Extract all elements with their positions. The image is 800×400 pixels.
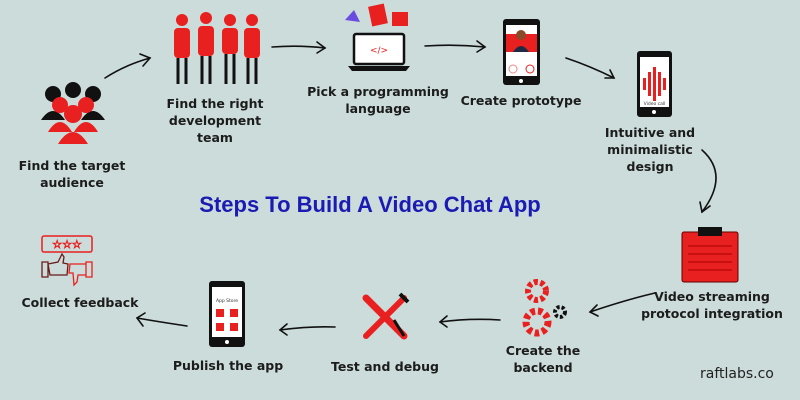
gears-icon — [522, 279, 567, 337]
svg-text:☆☆☆: ☆☆☆ — [52, 238, 82, 251]
team-icon — [174, 12, 260, 84]
design-phone-icon: Video call — [637, 51, 672, 117]
brand-watermark: raftlabs.co — [700, 366, 774, 382]
app-store-phone-icon: App Store — [209, 281, 245, 347]
arrow-4 — [565, 57, 616, 79]
audience-icon — [41, 82, 105, 144]
svg-text:App Store: App Store — [216, 298, 238, 304]
svg-text:</>: </> — [370, 46, 388, 56]
page-title: Steps To Build A Video Chat App — [199, 192, 541, 217]
clipboard-icon — [681, 227, 739, 283]
step-label-publish: Publish the app — [172, 358, 284, 373]
arrow-7 — [438, 315, 501, 328]
arrow-2 — [271, 41, 327, 54]
arrow-6 — [588, 292, 656, 317]
arrow-9 — [135, 312, 188, 327]
feedback-rating-icon: ☆☆☆ — [41, 235, 93, 287]
arrow-8 — [278, 323, 336, 336]
svg-text:Video call: Video call — [644, 101, 666, 107]
arrow-1 — [104, 53, 152, 79]
prototype-phone-icon — [503, 19, 540, 85]
tools-icon — [362, 292, 410, 340]
step-label-test-debug: Test and debug — [331, 359, 439, 374]
step-label-feedback: Collect feedback — [21, 295, 139, 310]
arrow-5 — [699, 149, 717, 214]
laptop-code-icon: </> — [345, 3, 410, 71]
arrow-3 — [424, 40, 487, 53]
step-label-prototype: Create prototype — [460, 93, 582, 108]
